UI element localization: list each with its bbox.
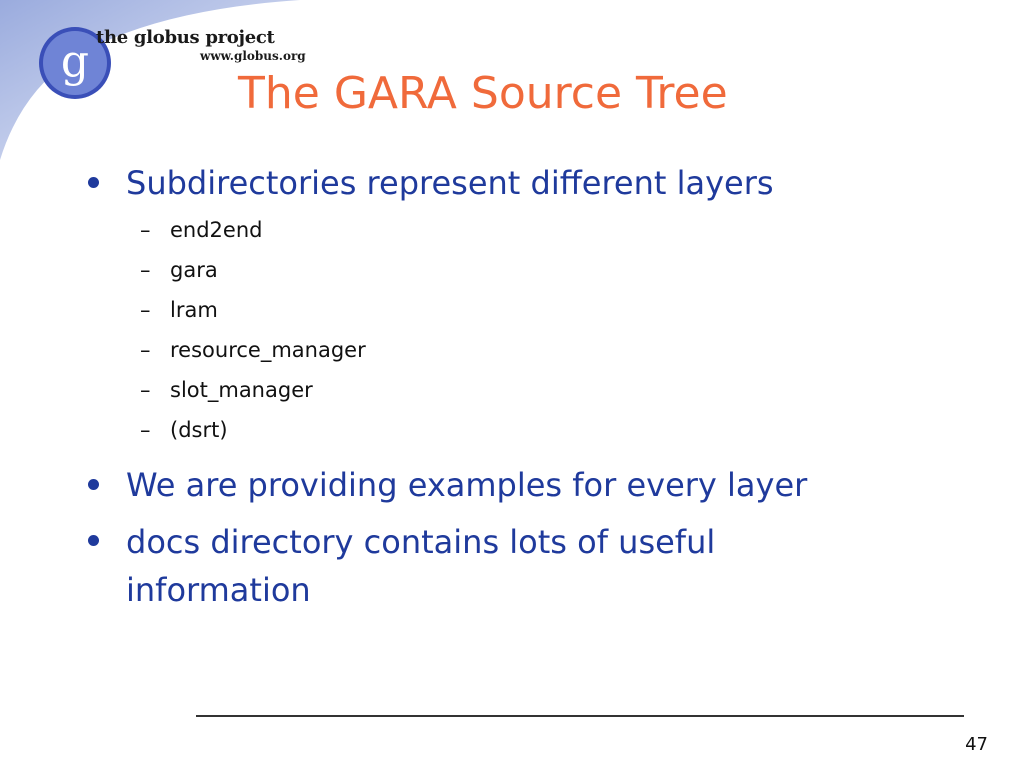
bullet-dot-icon [88,479,99,490]
page-number: 47 [965,734,988,755]
bullet-dot-icon [88,177,99,188]
sub-item-text: end2end [170,218,263,242]
slide-content: Subdirectories represent different layer… [88,160,988,614]
dash-marker: – [140,258,151,282]
sub-item: –slot_manager [140,370,988,410]
dash-marker: – [140,338,151,362]
dash-marker: – [140,298,151,322]
footer-divider [196,715,964,717]
bullet-text: We are providing examples for every laye… [126,466,808,504]
bullet-text-line: docs directory contains lots of useful [126,523,716,561]
sub-item: –resource_manager [140,330,988,370]
globus-logo-icon: g [39,27,111,99]
brand-url: www.globus.org [200,49,306,63]
dash-marker: – [140,418,151,442]
bullet-text-line: information [126,571,311,609]
sub-item: –lram [140,290,988,330]
bullet-item: docs directory contains lots of useful i… [88,518,988,614]
sub-item: –(dsrt) [140,410,988,450]
bullet-item: We are providing examples for every laye… [88,462,988,508]
logo-letter: g [61,36,89,87]
bullet-text: Subdirectories represent different layer… [126,164,774,202]
dash-marker: – [140,378,151,402]
sub-item-text: slot_manager [170,378,313,402]
bullet-item: Subdirectories represent different layer… [88,160,988,206]
sub-item: –gara [140,250,988,290]
bullet-dot-icon [88,535,99,546]
slide-title: The GARA Source Tree [238,68,728,119]
sub-item-text: lram [170,298,218,322]
sub-item-text: gara [170,258,218,282]
dash-marker: – [140,218,151,242]
brand-name: the globus project [96,27,275,48]
sub-item-text: (dsrt) [170,418,228,442]
sub-item: –end2end [140,210,988,250]
sub-list: –end2end –gara –lram –resource_manager –… [140,210,988,450]
sub-item-text: resource_manager [170,338,366,362]
